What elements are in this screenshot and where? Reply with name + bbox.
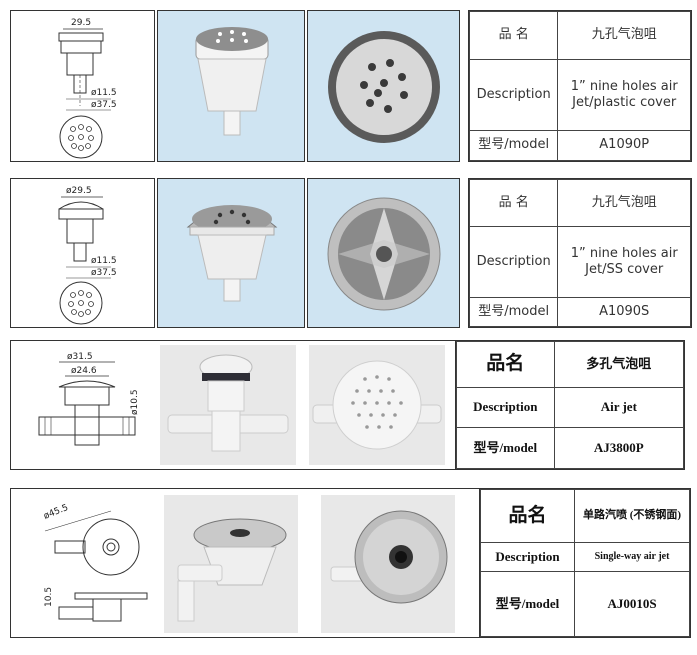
dimension-label: ø37.5 [91, 268, 117, 278]
model-label: 型号/model [468, 296, 559, 328]
dimension-label: ø31.5 [67, 352, 93, 362]
description-label: Description [479, 541, 576, 573]
description-label: Description [456, 386, 555, 429]
product-row-2: ø29.5 ø11.5 ø37.5 [10, 178, 692, 328]
technical-drawing: ø45.5 10.5 [15, 495, 153, 633]
model-value: A1090S [557, 296, 691, 328]
description-value: 1” nine holes air Jet/plastic cover [557, 58, 691, 132]
model-label: 型号/model [456, 427, 555, 469]
product-row-1: 29.5 ø11.5 ø37.5 [10, 10, 692, 162]
model-value: AJ3800P [553, 427, 685, 469]
name-label: 品 名 [468, 178, 559, 228]
model-label: 型号/model [468, 130, 559, 161]
dimension-label: ø11.5 [91, 256, 117, 266]
description-label: Description [468, 58, 559, 132]
name-label: 品 名 [468, 11, 559, 60]
dimension-label: 29.5 [71, 18, 91, 28]
name-label: 品名 [456, 341, 555, 388]
model-value: A1090P [557, 130, 691, 161]
product-row-3: ø31.5 ø24.6 ø10.5 品名多孔 [10, 340, 685, 470]
description-value: Single-way air jet [574, 541, 690, 573]
name-value: 九孔气泡咀 [557, 11, 691, 60]
name-value: 单路汽喷 (不锈钢面) [574, 489, 690, 543]
name-value: 九孔气泡咀 [557, 178, 691, 228]
product-photo-top [307, 10, 460, 162]
technical-drawing: ø29.5 ø11.5 ø37.5 [10, 178, 155, 328]
description-value: Air jet [553, 386, 685, 429]
product-row-4: ø45.5 10.5 [10, 488, 691, 638]
dimension-label: ø24.6 [71, 366, 97, 376]
description-value: 1” nine holes air Jet/SS cover [557, 226, 691, 298]
dimension-label: ø29.5 [66, 186, 92, 196]
product-photo-top [309, 345, 445, 465]
product-photo-side [157, 178, 305, 328]
dimension-label: ø45.5 [42, 503, 69, 522]
technical-drawing: ø31.5 ø24.6 ø10.5 [15, 345, 153, 465]
product-photo-side [157, 10, 305, 162]
model-value: AJ0010S [574, 571, 690, 637]
dimension-label: ø37.5 [91, 100, 117, 110]
dimension-label: ø11.5 [91, 88, 117, 98]
technical-drawing: 29.5 ø11.5 ø37.5 [10, 10, 155, 162]
product-photo-top [321, 495, 455, 633]
name-value: 多孔气泡咀 [553, 341, 685, 388]
product-photo-side [160, 345, 296, 465]
dimension-label: ø10.5 [130, 389, 140, 415]
model-label: 型号/model [479, 571, 576, 637]
dimension-label: 10.5 [44, 587, 54, 607]
product-photo-side [164, 495, 298, 633]
product-photo-top [307, 178, 460, 328]
name-label: 品名 [479, 489, 576, 543]
description-label: Description [468, 226, 559, 298]
